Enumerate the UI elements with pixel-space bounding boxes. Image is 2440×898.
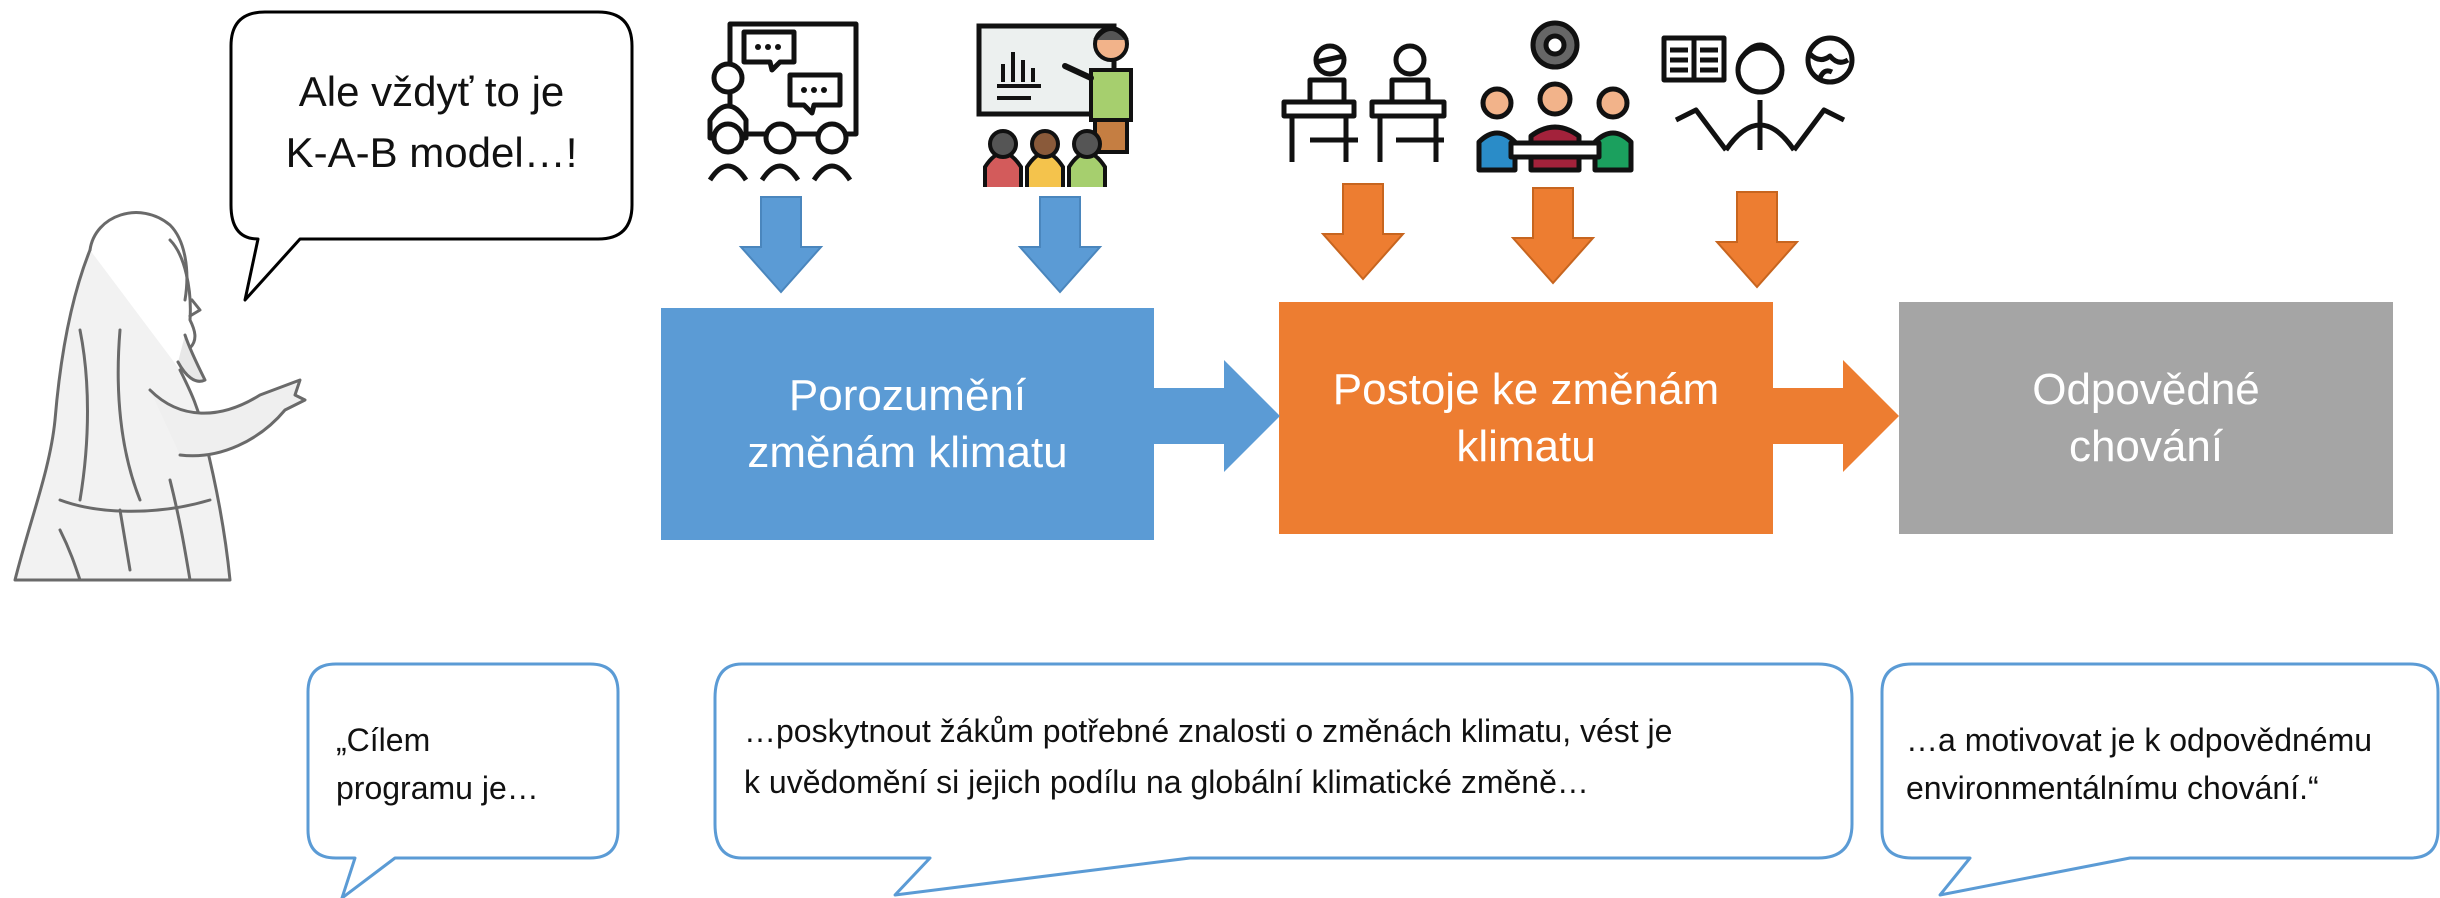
quote-bubble-3-text: …a motivovat je k odpovědnému environmen… (1906, 722, 2373, 806)
quote-bubble-1-text: „Cílem programu je… (336, 722, 539, 806)
down-arrow-3 (1320, 183, 1406, 281)
students-desks-icon (1281, 43, 1447, 162)
quote-bubble-2-text: …poskytnout žákům potřebné znalosti o zm… (744, 713, 1673, 801)
teacher-presentation-icon (976, 23, 1133, 187)
stage-attitudes-box: Postoje ke změnám klimatu (1279, 302, 1773, 534)
quote-bubble-2-shape (713, 662, 1854, 897)
speech-bubble-shape (229, 10, 634, 302)
stage-knowledge-box: Porozumění změnám klimatu (661, 308, 1154, 540)
stage-behavior-box: Odpovědné chování (1899, 302, 2393, 534)
down-arrow-4 (1510, 187, 1596, 285)
quote-bubble-3-shape (1880, 662, 2440, 897)
right-arrow-1 (1154, 360, 1280, 472)
classroom-discussion-icon (707, 21, 859, 182)
down-arrow-5 (1714, 191, 1800, 289)
down-arrow-2 (1017, 196, 1103, 294)
team-meeting-icon (1476, 20, 1634, 173)
thinking-person-icon (1661, 35, 1855, 152)
right-arrow-2 (1773, 360, 1899, 472)
speech-bubble-text: Ale vždyť to je K-A-B model…! (285, 68, 578, 176)
quote-bubble-1-shape (306, 662, 620, 898)
down-arrow-1 (738, 196, 824, 294)
thinker-figure (13, 211, 307, 582)
